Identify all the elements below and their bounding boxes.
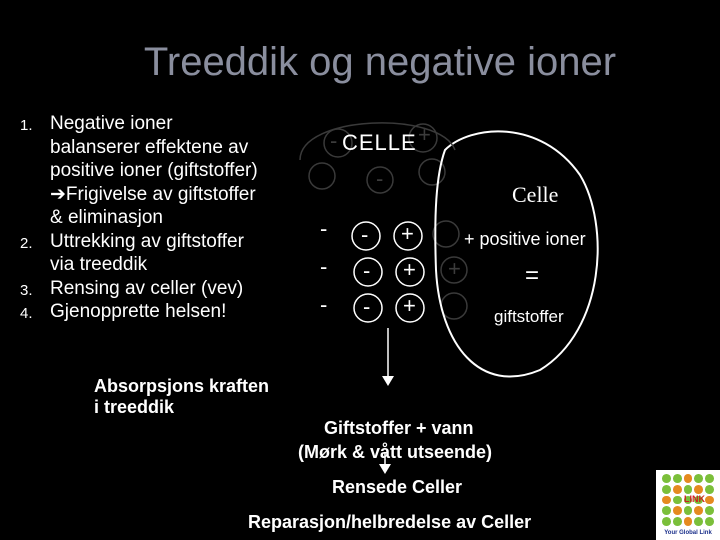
faint-minus: -: [376, 166, 383, 192]
positive-ion: +: [401, 223, 414, 245]
negative-ion: -: [320, 294, 327, 316]
logo-tagline: Your Global Link: [657, 530, 719, 536]
negative-ion: -: [320, 256, 327, 278]
positive-ion: +: [403, 295, 416, 317]
toxins-water-caption: Giftstoffer + vann: [324, 418, 474, 439]
cell-outline: [435, 131, 597, 376]
repair-caption: Reparasjon/helbredelse av Celler: [248, 512, 531, 533]
faint-plus: +: [418, 122, 431, 148]
logo-brand: LINK: [684, 494, 705, 504]
negative-ion: -: [363, 296, 370, 318]
faint-plus: +: [448, 256, 461, 282]
negative-ion: -: [361, 224, 368, 246]
cleansed-cells-caption: Rensede Celler: [332, 477, 462, 498]
toxins-label: giftstoffer: [494, 307, 564, 327]
equals-sign: =: [525, 262, 539, 290]
faint-minus: -: [330, 128, 337, 154]
cell-label-inline: CELLE: [342, 130, 417, 156]
link-logo: LINK Your Global Link: [656, 470, 720, 540]
positive-ion: +: [403, 259, 416, 281]
cell-label: Celle: [512, 182, 558, 208]
negative-ion: -: [320, 218, 327, 240]
arrow-head: [382, 376, 394, 386]
positive-ions-label: + positive ioner: [464, 229, 586, 250]
dark-wet-caption: (Mørk & vått utseende): [298, 442, 492, 463]
negative-ion: -: [363, 260, 370, 282]
arrow-head: [379, 464, 391, 474]
